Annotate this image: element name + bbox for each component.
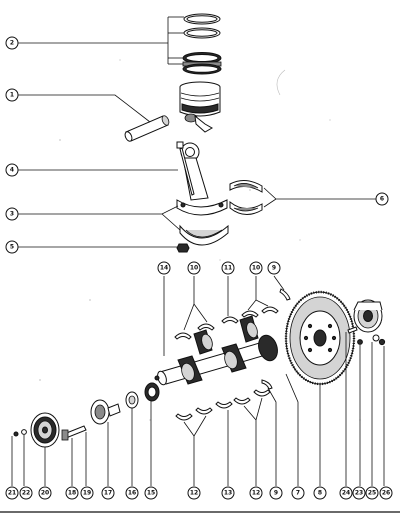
svg-text:22: 22 [22,490,30,497]
svg-text:8: 8 [318,490,322,497]
piston [179,81,221,133]
rod-cap [179,224,229,246]
callout-2: 2 [5,36,19,50]
svg-text:21: 21 [8,490,16,497]
svg-text:24: 24 [342,490,350,497]
svg-text:5: 5 [10,244,14,251]
svg-text:13: 13 [224,490,232,497]
svg-text:15: 15 [147,490,155,497]
svg-text:9: 9 [272,265,276,272]
callout-1: 1 [5,88,19,102]
svg-text:18: 18 [68,490,76,497]
callout-10-right: 10 [249,261,263,275]
callout-13: 13 [221,486,235,500]
small-rear-parts [347,326,386,346]
svg-text:3: 3 [10,211,14,218]
callout-8: 8 [313,486,327,500]
callout-18: 18 [65,486,79,500]
svg-text:19: 19 [83,490,91,497]
svg-text:23: 23 [355,490,363,497]
svg-text:1: 1 [10,92,14,99]
callout-15: 15 [144,486,158,500]
connecting-rod [176,142,228,216]
callout-12-left: 12 [187,486,201,500]
svg-text:16: 16 [128,490,136,497]
svg-text:11: 11 [224,265,232,272]
callout-21: 21 [5,486,19,500]
crank-bolt [61,425,87,441]
svg-text:4: 4 [10,167,14,174]
svg-text:12: 12 [252,490,260,497]
callout-14: 14 [157,261,171,275]
rod-bearings [229,180,263,215]
svg-text:17: 17 [104,490,112,497]
callout-26: 26 [379,486,393,500]
svg-text:2: 2 [10,40,14,47]
crankshaft [157,315,278,386]
callout-16: 16 [125,486,139,500]
rod-bolt [176,141,195,196]
callout-7: 7 [291,486,305,500]
svg-text:10: 10 [190,265,198,272]
pilot-bearing [353,299,383,333]
callout-4: 4 [5,163,19,177]
callout-17: 17 [101,486,115,500]
svg-text:6: 6 [380,196,384,203]
callout-5: 5 [5,240,19,254]
front-bolt-washer [13,429,27,437]
callout-10-left: 10 [187,261,201,275]
harmonic-balancer [30,412,60,448]
timing-gear [90,399,121,425]
piston-rings [182,13,222,75]
front-bearing-gear [144,375,160,402]
rod-nut [176,243,190,253]
svg-text:7: 7 [296,490,300,497]
svg-text:12: 12 [190,490,198,497]
spacer-seal [125,391,139,409]
callout-12-right: 12 [249,486,263,500]
svg-text:9: 9 [274,490,278,497]
callout-11: 11 [221,261,235,275]
upper-main-bearings [174,288,291,340]
callout-23: 23 [352,486,366,500]
svg-text:20: 20 [41,490,49,497]
callout-19: 19 [80,486,94,500]
svg-text:14: 14 [160,265,168,272]
lower-main-bearings [175,379,273,421]
svg-text:26: 26 [382,490,390,497]
callout-3: 3 [5,207,19,221]
svg-text:25: 25 [368,490,376,497]
callout-22: 22 [19,486,33,500]
callout-9-bottom: 9 [269,486,283,500]
flywheel [284,290,356,386]
callout-24: 24 [339,486,353,500]
callout-6: 6 [375,192,389,206]
callout-20: 20 [38,486,52,500]
callout-25: 25 [365,486,379,500]
callout-9-top: 9 [267,261,281,275]
piston-pin [124,115,170,142]
svg-text:10: 10 [252,265,260,272]
